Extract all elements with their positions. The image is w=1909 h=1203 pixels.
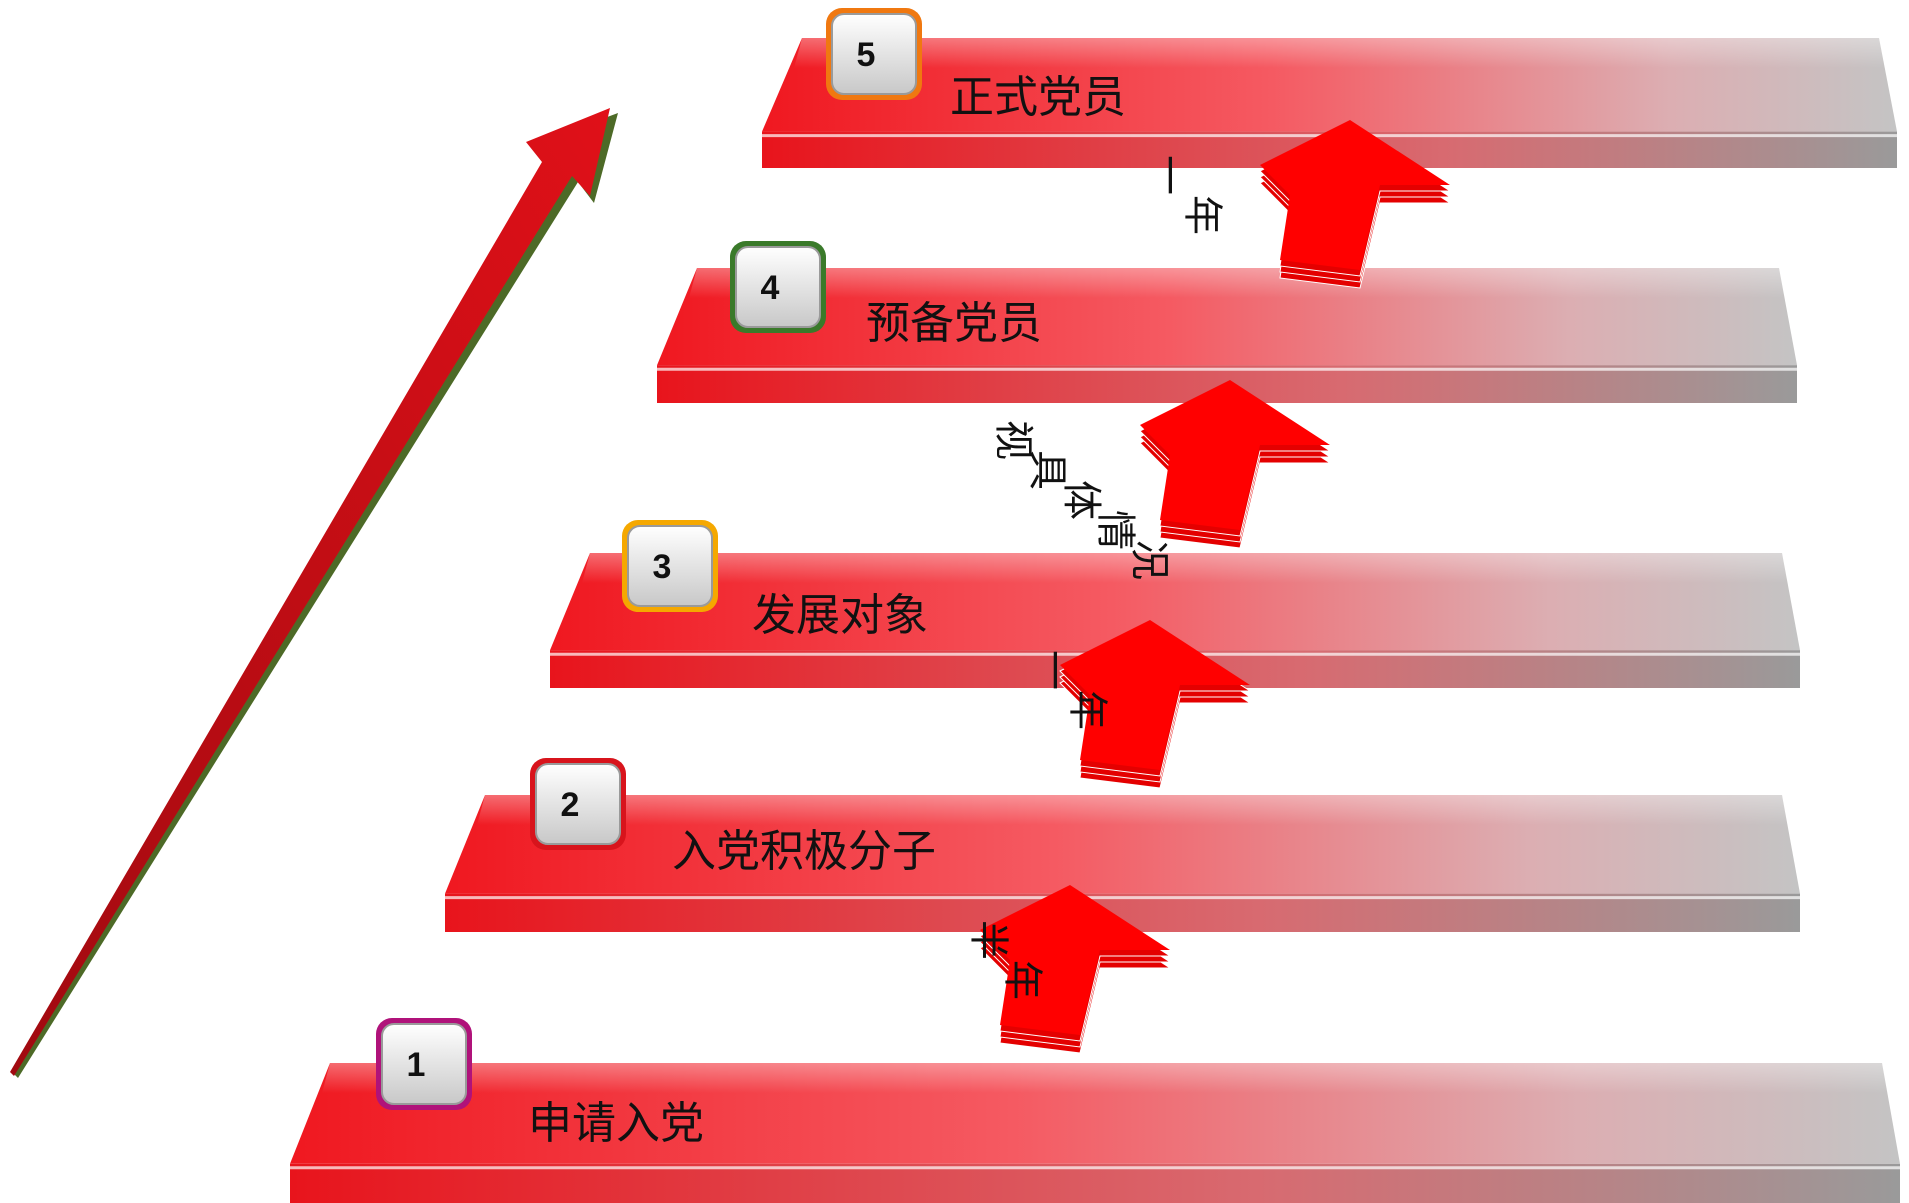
step-label: 申请入党 — [528, 1098, 704, 1149]
step-number-badge: 4 — [730, 241, 826, 333]
connector-arrow-shape — [1060, 620, 1250, 770]
badge-face — [535, 763, 621, 845]
step-front-edge — [290, 1163, 1900, 1203]
duration-connector-2: 一年 — [1030, 620, 1252, 789]
duration-char: 体 — [1058, 480, 1104, 520]
duration-char: 一 — [1030, 650, 1076, 690]
step-number-badge: 2 — [530, 758, 626, 850]
step-label: 发展对象 — [752, 590, 928, 641]
step-number: 4 — [761, 269, 780, 307]
badge-face — [627, 525, 713, 607]
step-highlight — [689, 268, 1787, 298]
badge-face — [735, 246, 821, 328]
step-number: 3 — [653, 548, 672, 586]
step-highlight — [477, 795, 1790, 825]
duration-connector-4: 一年 — [1145, 120, 1452, 289]
duration-char: 半 — [965, 920, 1011, 960]
progress-arrow — [10, 108, 618, 1078]
connector-arrow-shape — [1260, 120, 1450, 270]
stage-step-2: 2 入党积极分子 — [445, 758, 1800, 932]
stage-step-1: 1 申请入党 — [290, 1018, 1900, 1203]
step-number: 5 — [857, 36, 876, 74]
step-label: 入党积极分子 — [672, 826, 936, 877]
badge-face — [831, 13, 917, 95]
duration-char: 年 — [1064, 690, 1110, 730]
duration-connector-1: 半年 — [965, 885, 1172, 1054]
stage-step-4: 4 预备党员 — [657, 241, 1797, 403]
step-label: 预备党员 — [866, 298, 1042, 349]
duration-char: 一 — [1145, 155, 1191, 195]
duration-char: 情 — [1092, 510, 1138, 550]
step-highlight — [322, 1063, 1890, 1093]
connector-arrow-shape — [1140, 380, 1330, 530]
duration-char: 视 — [990, 420, 1036, 460]
step-highlight — [582, 553, 1790, 583]
duration-char: 年 — [999, 960, 1045, 1000]
connector-arrow-shape — [980, 885, 1170, 1035]
step-number: 1 — [407, 1046, 426, 1084]
step-highlight — [794, 38, 1887, 68]
badge-face — [381, 1023, 467, 1105]
step-label: 正式党员 — [950, 72, 1126, 123]
step-number: 2 — [561, 786, 580, 824]
duration-char: 况 — [1126, 540, 1172, 580]
duration-char: 年 — [1179, 195, 1225, 235]
step-number-badge: 3 — [622, 520, 718, 612]
step-number-badge: 5 — [826, 8, 922, 100]
duration-char: 具 — [1024, 450, 1070, 490]
step-number-badge: 1 — [376, 1018, 472, 1110]
